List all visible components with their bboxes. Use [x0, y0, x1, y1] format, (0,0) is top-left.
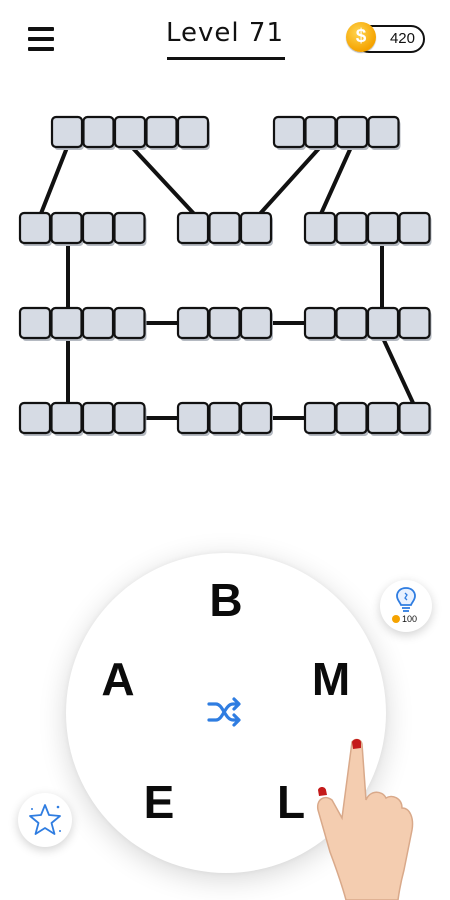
letter-tile [176, 401, 210, 435]
letter-tile [335, 115, 369, 149]
letter-tile [239, 306, 273, 340]
word-slot [303, 306, 432, 341]
wheel-letter-a[interactable]: A [101, 653, 135, 705]
letter-tile [176, 306, 210, 340]
letter-tile [208, 401, 241, 435]
letter-tile [81, 401, 115, 435]
letter-tile [398, 401, 431, 435]
connector-line [256, 143, 324, 218]
word-slot [176, 401, 273, 436]
star-icon [29, 804, 61, 835]
letter-tile [335, 211, 368, 245]
letter-tile [239, 211, 273, 245]
menu-button[interactable] [26, 24, 56, 54]
letter-tile [18, 211, 52, 245]
letter-tile [50, 115, 84, 149]
coin-icon [392, 615, 400, 623]
connector-line [38, 143, 70, 218]
letter-tile [113, 211, 146, 245]
letter-tile [239, 401, 273, 435]
letter-tile [335, 401, 368, 435]
tile-grid [18, 115, 432, 436]
word-slot [272, 115, 401, 150]
letter-tile [208, 306, 241, 340]
hint-cost: 100 [392, 614, 417, 624]
letter-tile [398, 306, 431, 340]
lightbulb-icon [396, 587, 416, 612]
letter-tile [303, 401, 337, 435]
letter-tile [272, 115, 306, 149]
connector-lines [38, 143, 416, 420]
letter-tile [18, 306, 52, 340]
letter-tile [303, 211, 337, 245]
wheel-letter-b[interactable]: B [209, 574, 243, 626]
word-slot [176, 211, 273, 246]
letter-tile [176, 115, 210, 149]
letter-tile [304, 115, 337, 149]
level-underline [167, 57, 285, 60]
letter-tile [145, 115, 178, 149]
letter-tile [82, 115, 115, 149]
word-slot [303, 211, 432, 246]
letter-tile [113, 306, 146, 340]
letter-tile [366, 306, 400, 340]
letter-tile [81, 211, 115, 245]
wheel-letter-l[interactable]: L [276, 776, 306, 828]
letter-tile [176, 211, 210, 245]
letter-tile [208, 211, 241, 245]
word-slot [176, 306, 273, 341]
coin-icon: $ [346, 22, 376, 52]
letter-tile [18, 401, 52, 435]
wheel-letter-e[interactable]: E [143, 776, 175, 828]
word-slot [18, 401, 147, 436]
letter-tile [50, 401, 83, 435]
coin-count: 420 [389, 30, 415, 47]
connector-line [128, 143, 198, 218]
shuffle-icon[interactable] [205, 695, 245, 729]
crossword-board [18, 115, 432, 436]
hint-button[interactable]: 100 [380, 580, 432, 632]
bonus-star-button[interactable] [18, 793, 72, 847]
letter-tile [113, 401, 146, 435]
word-slot [18, 306, 147, 341]
word-slot [303, 401, 432, 436]
letter-tile [335, 306, 368, 340]
letter-tile [398, 211, 431, 245]
connector-line [318, 143, 354, 218]
letter-tile [366, 211, 400, 245]
word-slot [18, 211, 147, 246]
letter-tile [113, 115, 147, 149]
letter-tile [367, 115, 400, 149]
connector-line [380, 334, 416, 407]
letter-tile [303, 306, 337, 340]
hint-cost-value: 100 [402, 614, 418, 624]
level-title: Level 71 [166, 18, 284, 48]
letter-tile [81, 306, 115, 340]
word-slot [50, 115, 210, 150]
wheel-letter-m[interactable]: M [311, 653, 351, 705]
letter-tile [50, 306, 83, 340]
letter-tile [366, 401, 400, 435]
letter-tile [50, 211, 83, 245]
